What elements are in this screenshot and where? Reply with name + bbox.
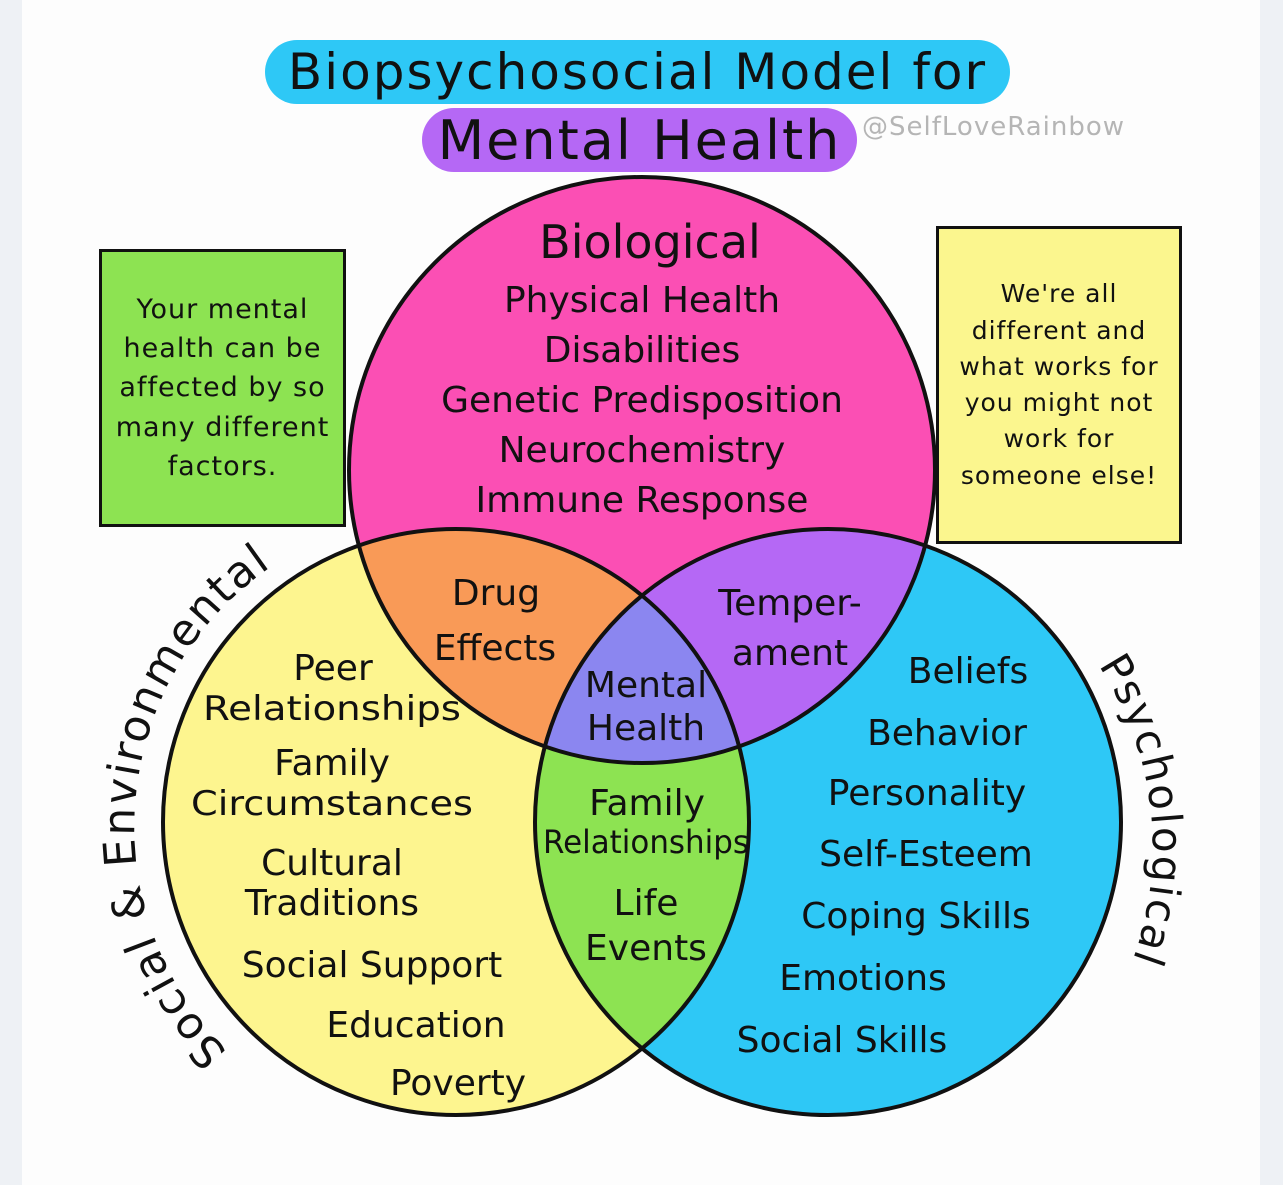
bio-item: Genetic Predisposition	[441, 380, 843, 421]
family-overlap-label: Relationships	[543, 823, 749, 861]
social-item: Cultural	[261, 843, 403, 884]
left-note: Your mental health can be affected by so…	[99, 249, 346, 527]
title-line-2: Mental Health	[422, 108, 857, 172]
social-item: Traditions	[244, 883, 419, 924]
mental-health-center	[535, 529, 749, 763]
family-overlap-label: Events	[585, 928, 707, 969]
author-handle: @SelfLoveRainbow	[862, 112, 1125, 142]
psych-item: Beliefs	[908, 651, 1028, 692]
psych-item: Social Skills	[737, 1020, 948, 1061]
title-line-1: Biopsychosocial Model for	[265, 40, 1010, 104]
social-item: Social Support	[242, 945, 503, 986]
psych-item: Coping Skills	[801, 896, 1031, 937]
drug-label: Effects	[434, 628, 556, 669]
center-label: Mental	[585, 665, 707, 706]
circle-outlines	[161, 175, 1123, 1117]
social-item: Family	[274, 743, 390, 784]
social-item: Poverty	[390, 1063, 526, 1104]
family-overlap-label: Life	[614, 883, 679, 924]
drug-label: Drug	[452, 573, 540, 614]
bio-item: Disabilities	[544, 330, 740, 371]
family-overlap-label: Family	[589, 783, 705, 824]
bio-item: Neurochemistry	[499, 430, 786, 471]
psych-item: Self-Esteem	[819, 834, 1033, 875]
psych-item: Emotions	[779, 958, 947, 999]
psych-item: Personality	[828, 773, 1026, 814]
biological-heading: Biological	[539, 215, 761, 269]
social-item: Education	[326, 1005, 505, 1046]
social-item: Relationships	[203, 689, 461, 729]
social-item: Peer	[293, 648, 373, 689]
right-note: We're all different and what works for y…	[936, 226, 1182, 544]
social-item: Circumstances	[191, 784, 473, 824]
bio-item: Immune Response	[476, 480, 809, 521]
temperament-label: ament	[732, 633, 848, 674]
center-label: Health	[587, 708, 705, 749]
temperament-label: Temper-	[717, 583, 862, 624]
bio-item: Physical Health	[504, 280, 780, 321]
psych-item: Behavior	[867, 713, 1027, 754]
